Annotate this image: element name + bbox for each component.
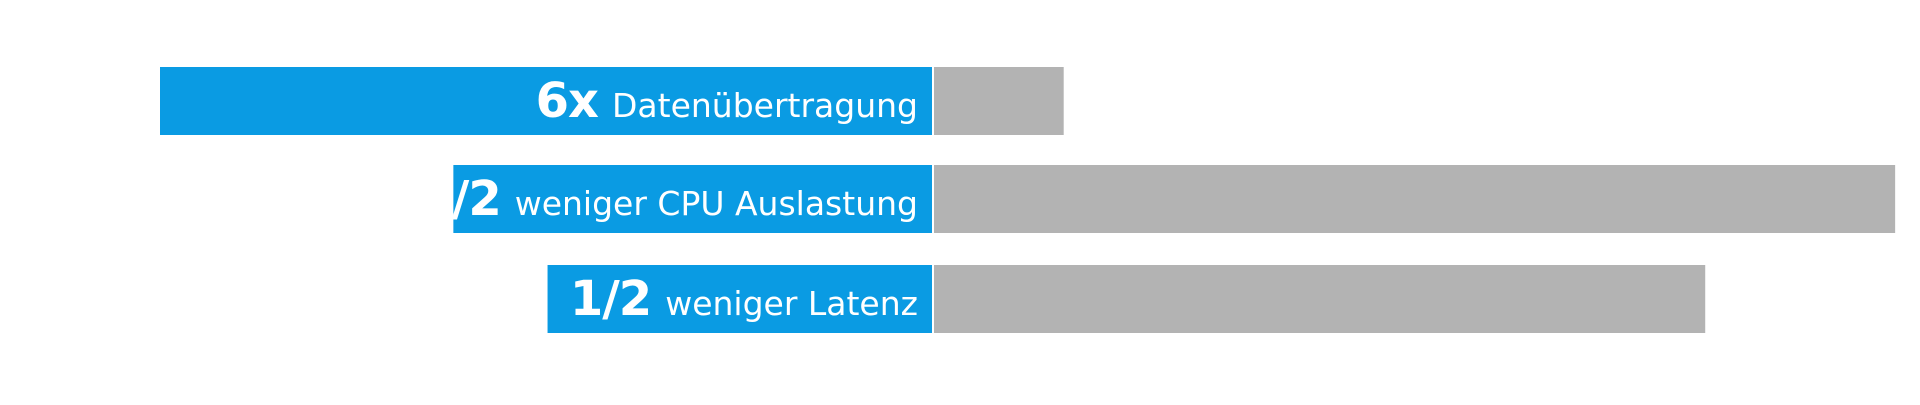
description-label: Datenübertragung [612, 86, 918, 125]
bar-label-row-2: 1/2 weniger CPU Auslastung [419, 165, 932, 233]
bar-improvement [547, 265, 932, 333]
bar-baseline [934, 165, 1896, 233]
bar-label-row-1: 6x Datenübertragung [160, 67, 932, 135]
bar-baseline [934, 67, 1064, 135]
factor-label: 1/2 [419, 171, 501, 227]
description-label: weniger CPU Auslastung [514, 184, 918, 223]
bar-improvement [453, 165, 932, 233]
bar-label-row-3: 1/2 weniger Latenz [548, 265, 932, 333]
description-label: weniger Latenz [665, 284, 918, 323]
factor-label: 1/2 [569, 271, 652, 327]
bar-improvement [160, 67, 932, 135]
bar-baseline [934, 265, 1706, 333]
factor-label: 6x [535, 73, 599, 129]
